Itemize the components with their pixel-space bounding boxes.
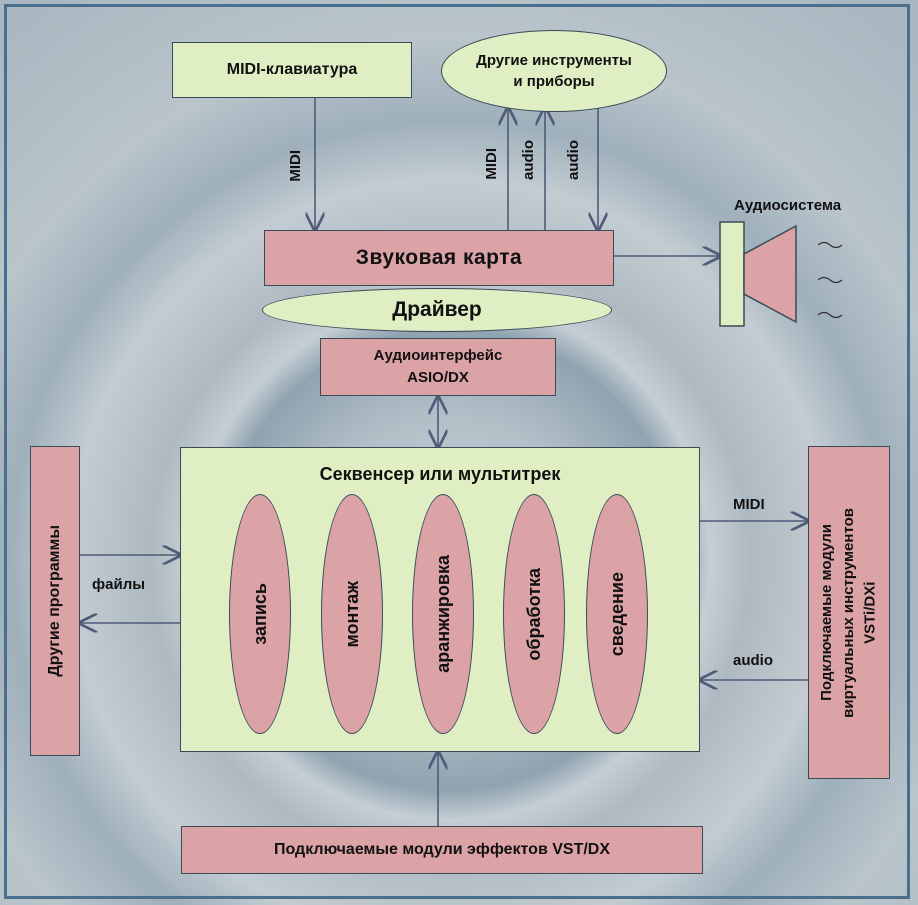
label-instr-midi: MIDI <box>483 148 500 180</box>
label-instr-audio-up: audio <box>520 140 537 180</box>
sound-card-box: Звуковая карта <box>264 230 614 286</box>
label-files: файлы <box>92 576 146 593</box>
audio-interface-label: Аудиоинтерфейс ASIO/DX <box>373 347 503 386</box>
sequencer-title: Секвенсер или мультитрек <box>319 464 561 484</box>
other-programs-label: Другие программы <box>46 525 63 677</box>
effects-modules-label: Подключаемые модули эффектов VST/DX <box>273 841 611 858</box>
stage-edit-ellipse: монтаж <box>321 494 383 734</box>
stage-process-ellipse: обработка <box>503 494 565 734</box>
driver-label: Драйвер <box>392 298 482 321</box>
stage-mix-label: сведение <box>606 571 627 657</box>
speaker-icon <box>719 221 797 327</box>
stage-record-label: запись <box>249 583 270 645</box>
label-instr-audio-down: audio <box>565 140 582 180</box>
other-instruments-ellipse: Другие инструменты и приборы <box>441 30 667 112</box>
stage-process-label: обработка <box>523 567 544 661</box>
stage-record-ellipse: запись <box>229 494 291 734</box>
vsti-modules-box: Подключаемые модули виртуальных инструме… <box>808 446 890 779</box>
midi-keyboard-label: MIDI-клавиатура <box>226 61 358 78</box>
audio-system-label: Аудиосистема <box>734 197 842 214</box>
sound-card-label: Звуковая карта <box>355 246 523 269</box>
midi-keyboard-box: MIDI-клавиатура <box>172 42 412 98</box>
label-from-vsti: audio <box>733 652 773 669</box>
label-to-vsti: MIDI <box>733 496 765 513</box>
other-instruments-label: Другие инструменты и приборы <box>476 52 632 90</box>
stage-edit-label: монтаж <box>341 580 362 648</box>
driver-ellipse: Драйвер <box>262 288 612 332</box>
stage-mix-ellipse: сведение <box>586 494 648 734</box>
other-programs-box: Другие программы <box>30 446 80 756</box>
stage-arrange-ellipse: аранжировка <box>412 494 474 734</box>
label-midi-keyboard: MIDI <box>287 150 304 182</box>
sound-wave-icon <box>817 241 843 319</box>
stage-arrange-label: аранжировка <box>432 555 453 673</box>
effects-modules-box: Подключаемые модули эффектов VST/DX <box>181 826 703 874</box>
vsti-modules-label: Подключаемые модули виртуальных инструме… <box>818 507 879 718</box>
audio-interface-box: Аудиоинтерфейс ASIO/DX <box>320 338 556 396</box>
